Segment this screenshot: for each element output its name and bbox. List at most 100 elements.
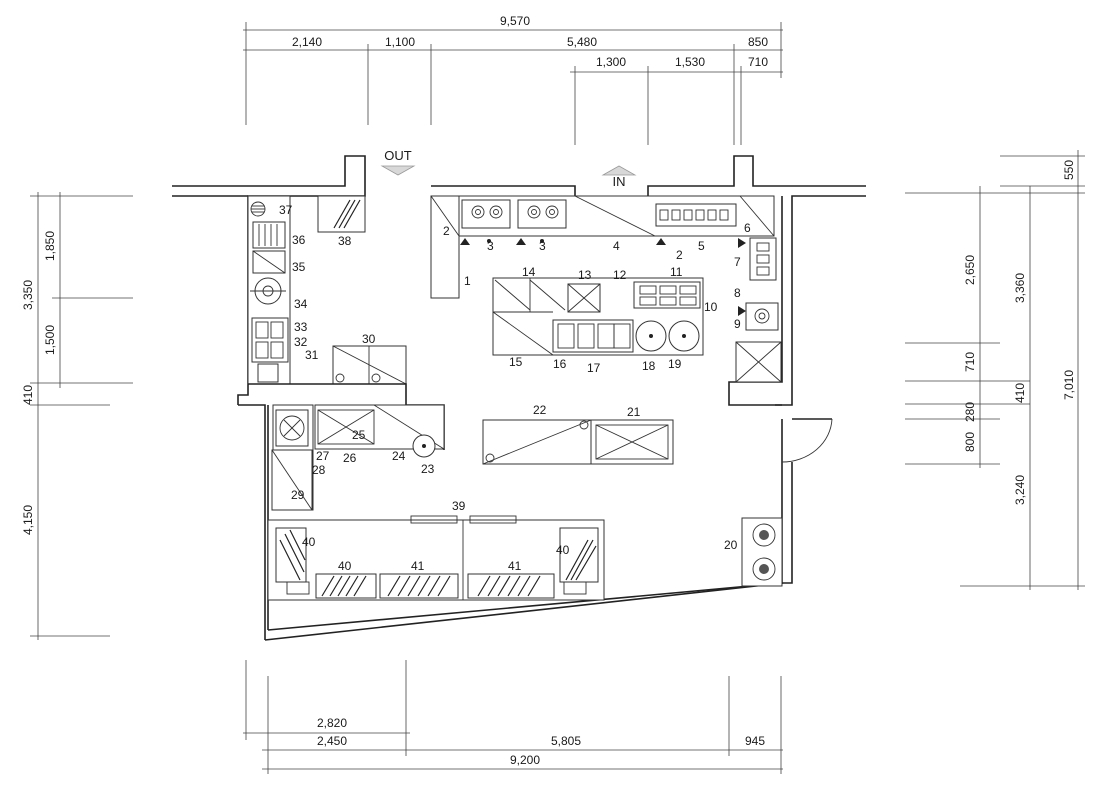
dim-top-f: 1,530 [675,55,705,69]
equipment-label: 29 [291,488,305,502]
equipment-22-table [482,419,592,465]
equipment-11-range [633,281,701,309]
equipment-38-shelf [317,195,366,233]
dim-right-a: 550 [1062,160,1076,180]
equipment-33-32-oven [251,317,289,363]
hood-marker-icon [738,238,746,248]
dim-left-d: 410 [21,385,35,405]
equipment-7-burner-unit [749,237,777,281]
top-dimension-lines [243,22,783,145]
hood-marker-icon [656,238,666,245]
equipment-36-rack [252,221,286,249]
equipment-label: 41 [508,559,522,573]
hood-marker-icon [540,239,544,243]
equipment-label: 41 [411,559,425,573]
equipment-13-sink [567,283,601,313]
equipment-label: 10 [704,300,718,314]
equipment-label: 35 [292,260,306,274]
equipment-label: 27 [316,449,330,463]
dim-top-b: 1,100 [385,35,415,49]
equipment-3-range-right [517,199,567,229]
equipment-label: 4 [613,239,620,253]
dim-right-h: 800 [963,432,977,452]
equipment-label: 16 [553,357,567,371]
equipment-31-bin [257,363,279,383]
equipment-label: 9 [734,317,741,331]
equipment-label: 25 [352,428,366,442]
equipment-label: 13 [578,268,592,282]
equipment-label: 1 [464,274,471,288]
equipment-3-range-left [461,199,511,229]
hood-marker-icon [487,239,491,243]
equipment-label: 3 [539,239,546,253]
hood-marker-icon [460,238,470,245]
equipment-label: 38 [338,234,352,248]
equipment-35-sink [252,250,286,274]
equipment-34-mixer [250,277,286,305]
floor-outlets [286,581,587,595]
equipment-label: 36 [292,233,306,247]
equipment-21-sink [590,419,674,465]
right-storage-box [735,341,782,383]
dim-right-b: 2,650 [963,255,977,285]
dim-top-total: 9,570 [500,14,530,28]
dim-right-d: 710 [963,352,977,372]
equipment-label: 33 [294,320,308,334]
dim-left-a: 3,350 [21,280,35,310]
equipment-37-drain [250,201,266,217]
dim-top-g: 710 [748,55,768,69]
dim-right-g: 7,010 [1062,370,1076,400]
equipment-label: 22 [533,403,547,417]
dim-bottom-total: 9,200 [510,753,540,767]
equipment-label: 24 [392,449,406,463]
equipment-40-rack-left [275,527,307,583]
dim-bottom-d: 945 [745,734,765,748]
equipment-label: 7 [734,255,741,269]
equipment-label: 6 [744,221,751,235]
in-arrow-icon [601,165,637,176]
equipment-label: 8 [734,286,741,300]
equipment-label: 19 [668,357,682,371]
equipment-30-table [332,345,407,385]
equipment-label: 23 [421,462,435,476]
hood-marker-icon [738,306,746,316]
equipment-label: 28 [312,463,326,477]
equipment-label: 18 [642,359,656,373]
dim-right-c: 3,360 [1013,273,1027,303]
dim-bottom-b: 2,450 [317,734,347,748]
equipment-label: 2 [676,248,683,262]
equipment-1-worktable [430,195,460,299]
equipment-41-shelf-left [379,573,459,599]
equipment-label: 2 [443,224,450,238]
walls [172,155,866,641]
equipment-label: 30 [362,332,376,346]
equipment-41-shelf-right [467,573,555,599]
equipment-label: 12 [613,268,627,282]
dim-top-d: 850 [748,35,768,49]
dim-left-e: 4,150 [21,505,35,535]
right-dimension-lines [905,150,1085,590]
out-arrow-icon [380,165,416,176]
dim-bottom-a: 2,820 [317,716,347,730]
dim-top-a: 2,140 [292,35,322,49]
equipment-label: 40 [338,559,352,573]
dim-top-e: 1,300 [596,55,626,69]
equipment-label: 34 [294,297,308,311]
equipment-19-kettle [668,320,700,352]
equipment-label: 32 [294,335,308,349]
equipment-label: 39 [452,499,466,513]
equipment-9-fryer [745,302,779,331]
dim-right-e: 410 [1013,383,1027,403]
equipment-label: 20 [724,538,738,552]
equipment-27-cooker [275,409,309,447]
equipment-40-rack-right [559,527,599,583]
equipment-18-kettle [635,320,667,352]
in-label: IN [613,174,626,189]
bottom-dimension-lines [243,660,783,774]
equipment-label: 17 [587,361,601,375]
equipment-label: 40 [556,543,570,557]
equipment-label: 37 [279,203,293,217]
equipment-label: 14 [522,265,536,279]
dim-left-c: 1,500 [43,325,57,355]
